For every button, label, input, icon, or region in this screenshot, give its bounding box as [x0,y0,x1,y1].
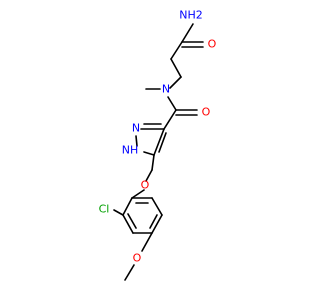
atom-label-cl: Cl [99,203,110,216]
atom-label-o: O [208,38,217,51]
bond-c-ch2 [170,41,183,60]
bonds [113,23,204,281]
bond-o-aryl [131,189,145,199]
bond-carbonyl-c3 [163,109,177,130]
atom-labels: NH2 O N O N NH O Cl O [99,9,217,265]
bond-ar-inner-b [149,214,158,229]
atom-label-n: N [162,83,170,96]
bond-ch2-o [145,169,153,182]
bond-ar1-ar2 [122,197,133,216]
bond-c5-c4-b [158,132,167,153]
bond-n1-c5 [143,151,155,156]
molecule-structure: NH2 O N O N NH O Cl O [99,9,217,281]
bond-ar5-ar6 [151,197,163,216]
atom-label-nh: NH [122,144,139,157]
bond-o-methyl [124,264,135,281]
atom-label-nh2: NH2 [179,9,203,22]
bond-ar-cl [113,209,124,216]
atom-label-o: O [133,252,142,265]
atom-label-o: O [141,179,150,192]
bond-c5-ch2 [151,154,155,171]
bond-ch2-n [169,76,182,89]
bond-ch2-ch2 [170,58,182,78]
bond-ar2-ar3 [122,214,134,234]
bond-ar-o-methoxy [141,232,153,252]
bond-ar4-ar5 [151,214,163,234]
bond-c5-c4-a [153,128,165,156]
atom-label-n: N [132,122,140,135]
atom-label-o: O [202,106,211,119]
bond-ar-inner-a [127,213,137,229]
bond-n-carbonyl [167,96,177,111]
bond-n2-n1 [135,135,138,147]
bond-nh2-c [181,23,194,43]
